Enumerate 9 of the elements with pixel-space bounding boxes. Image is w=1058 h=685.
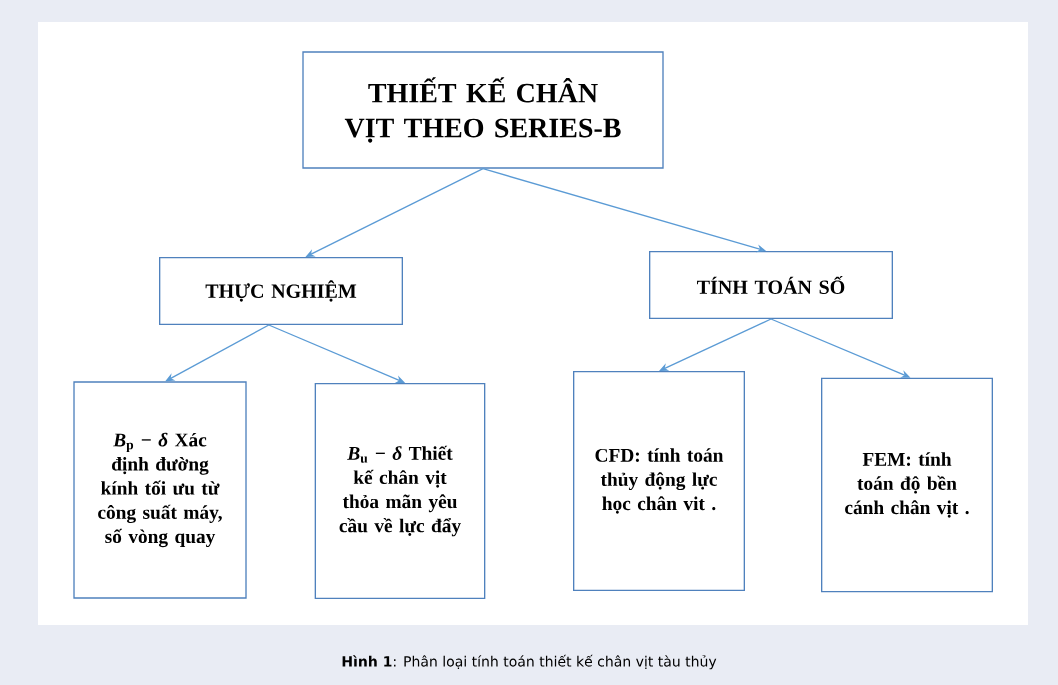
method-box: B$_{u}$ − δ Thiết kế chân vịt thỏa mãn yêu cầu về lực đẩy — [314, 383, 486, 599]
method-box: B$_{p}$ − δ Xác định đường kính tối ưu từ công suất máy, số vòng quay — [73, 381, 247, 599]
category-box: THỰC NGHIỆM — [159, 257, 403, 325]
title-box: THIẾT KẾ CHÂN VỊT THEO SERIES-B — [302, 51, 664, 169]
method-box: FEM: tính toán độ bền cánh chân vịt . — [821, 377, 993, 593]
arrow — [659, 318, 772, 371]
caption: Hình 1: Phân loại tính toán thiết kế chân vịt tàu thủy — [342, 654, 717, 670]
category-box: TÍNH TOÁN SỐ — [649, 251, 893, 319]
method-box: CFD: tính toán thủy động lực học chân vit . — [573, 371, 745, 591]
